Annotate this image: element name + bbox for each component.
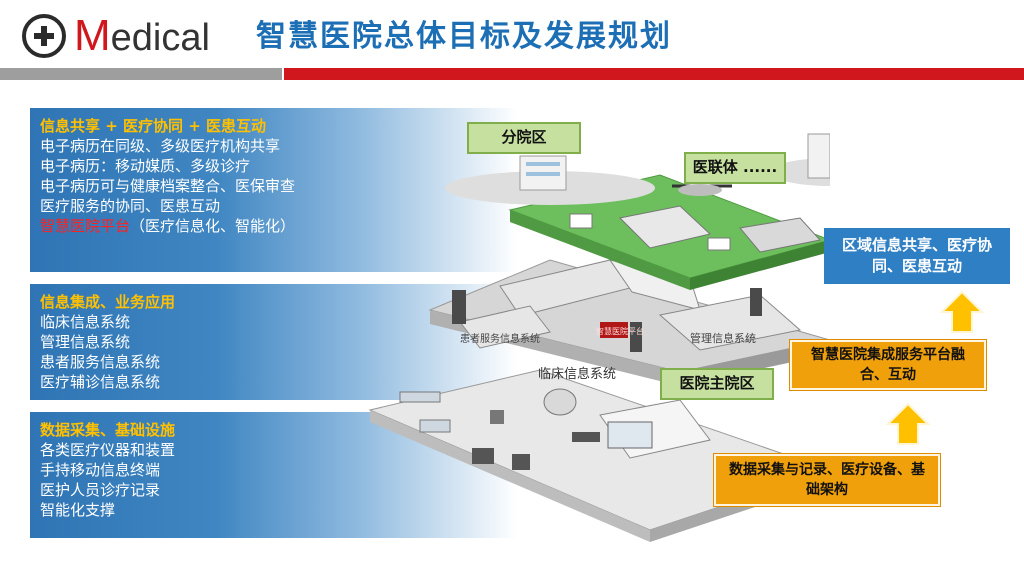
header-divider-gray	[0, 68, 282, 80]
highlight-suffix: （医疗信息化、智能化）	[130, 217, 295, 235]
brand-initial: M	[74, 11, 111, 60]
brand-logo-text: Medical	[74, 12, 210, 62]
page-title: 智慧医院总体目标及发展规划	[256, 14, 672, 60]
floor-label-patient: 患者服务信息系统	[460, 332, 540, 345]
floor-label-mgmt: 管理信息系统	[690, 331, 756, 345]
highlight-text: 智慧医院平台	[40, 217, 130, 235]
callout-data-collection: 数据采集与记录、医疗设备、基础架构	[714, 454, 940, 506]
brand-rest: edical	[111, 17, 210, 59]
floor-label-clinical: 临床信息系统	[538, 366, 616, 382]
header-divider-red	[284, 68, 1024, 80]
tag-medical-alliance: 医联体 ......	[684, 152, 786, 184]
medical-cross-icon	[22, 14, 66, 58]
callout-integration-platform: 智慧医院集成服务平台融合、互动	[790, 340, 986, 390]
up-arrow-icon	[940, 290, 984, 334]
tag-main-campus: 医院主院区	[660, 368, 774, 400]
tag-branch-campus: 分院区	[467, 122, 581, 154]
floor-label-platform: 智慧医院平台	[596, 326, 644, 336]
up-arrow-icon	[886, 402, 930, 446]
callout-regional-sharing: 区域信息共享、医疗协同、医患互动	[824, 228, 1010, 284]
